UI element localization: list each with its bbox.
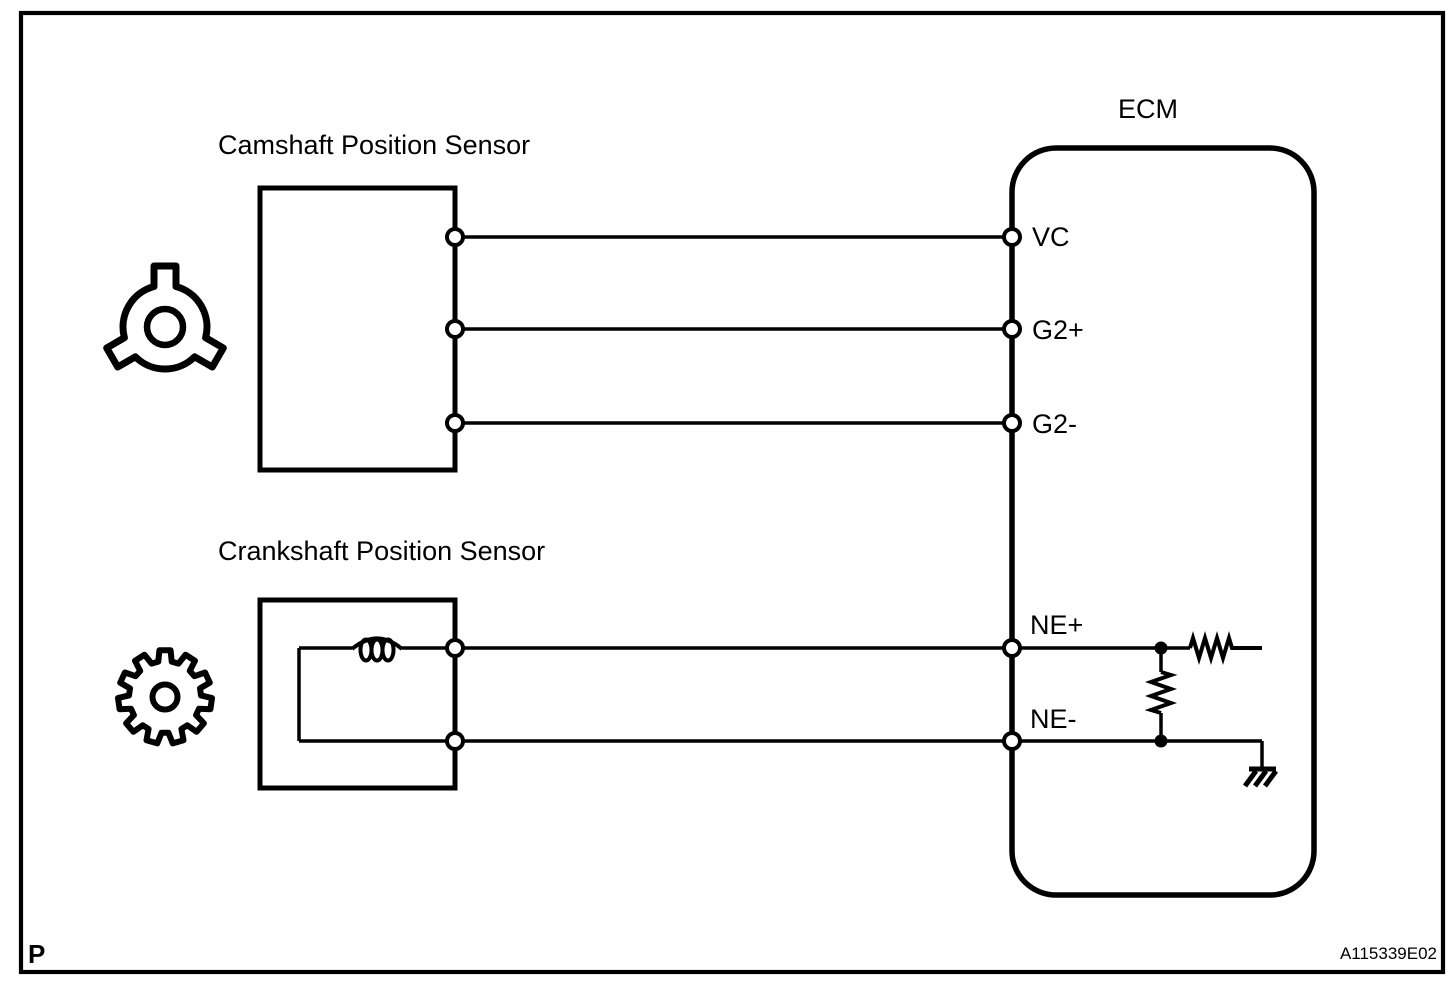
resistor-horizontal-icon [1188, 631, 1262, 665]
pin-label-vc: VC [1032, 222, 1070, 252]
terminal-cam-3 [445, 413, 465, 433]
terminal-cam-1 [445, 227, 465, 247]
terminal-ecm-ne-minus [1002, 731, 1022, 751]
pin-label-ne-plus: NE+ [1030, 610, 1083, 640]
terminal-ecm-g2-plus [1002, 319, 1022, 339]
pickup-coil-loop [380, 637, 396, 663]
terminal-ecm-vc [1002, 227, 1022, 247]
crankshaft-gear-icon [115, 647, 215, 747]
diagram-border [18, 10, 1446, 975]
page-marker: P [28, 939, 45, 969]
terminal-ecm-g2-minus [1002, 413, 1022, 433]
gear-center-hole [149, 681, 181, 713]
terminal-crank-1 [445, 638, 465, 658]
resistor-vertical-icon [1144, 670, 1178, 715]
terminal-ecm-ne-plus [1002, 638, 1022, 658]
figure-code: A115339E02 [1340, 944, 1437, 963]
pin-label-g2-minus: G2- [1032, 409, 1077, 439]
crankshaft-sensor-label: Crankshaft Position Sensor [218, 536, 545, 566]
pin-label-g2-plus: G2+ [1032, 315, 1084, 345]
terminal-cam-2 [445, 319, 465, 339]
junction-dot-ne-plus [1154, 641, 1168, 655]
rotor-center-hole [143, 305, 187, 349]
pin-label-ne-minus: NE- [1030, 704, 1077, 734]
camshaft-sensor-label: Camshaft Position Sensor [218, 130, 530, 160]
ecm-box [1009, 145, 1317, 898]
ground-icon [1242, 766, 1279, 788]
camshaft-sensor-box [257, 185, 458, 473]
crankshaft-sensor-box [257, 597, 458, 791]
camshaft-trigger-rotor-icon [103, 262, 227, 373]
terminal-crank-2 [445, 731, 465, 751]
ecm-label: ECM [1118, 94, 1178, 124]
junction-dot-ne-minus [1154, 734, 1168, 748]
